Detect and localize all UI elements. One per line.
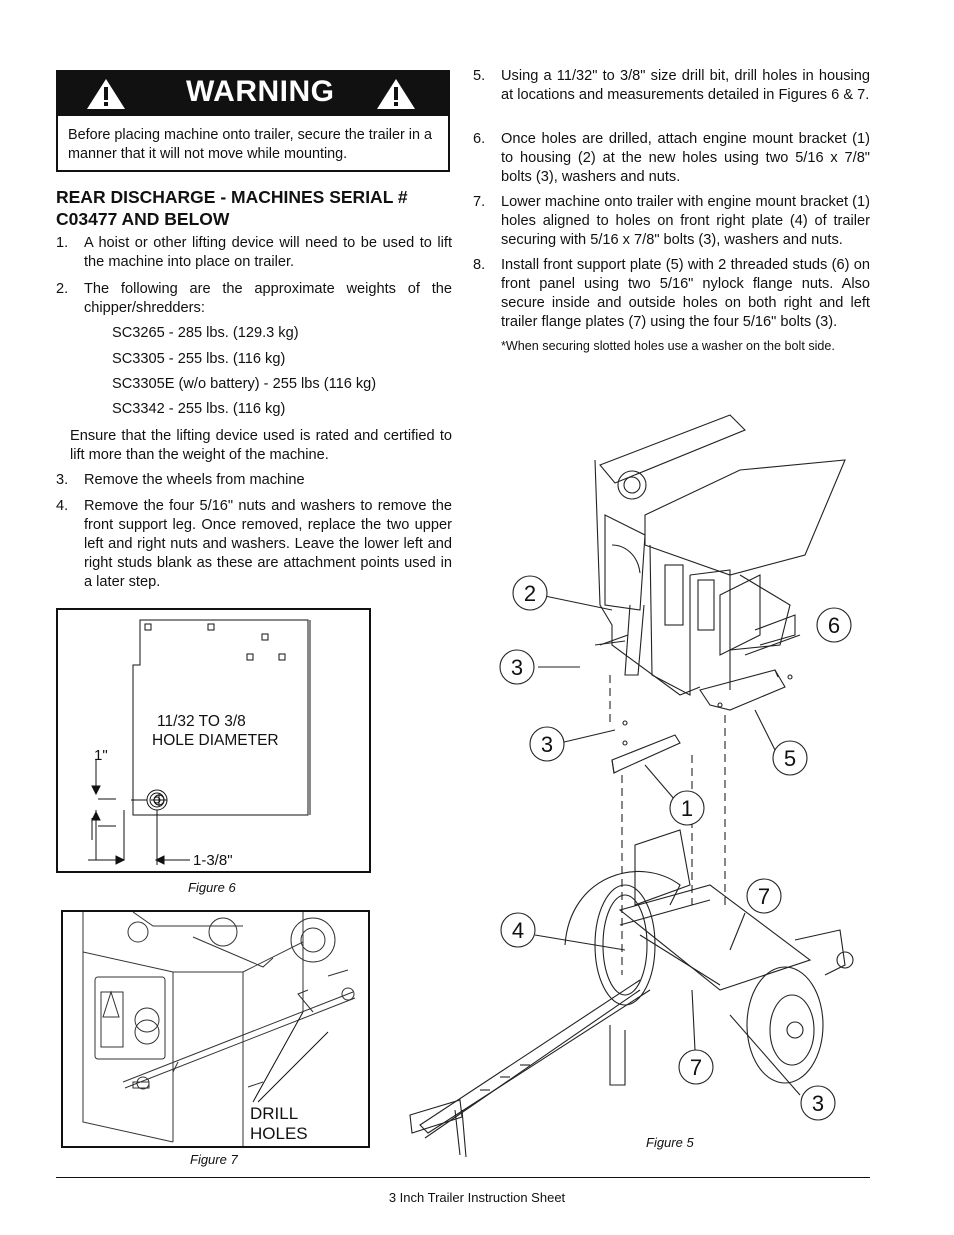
slotted-holes-note: *When securing slotted holes use a washe…: [501, 339, 835, 353]
callout-circle: [499, 649, 535, 685]
callout-circle: [678, 1049, 714, 1085]
callout-circle: [529, 726, 565, 762]
weight-line: SC3265 - 285 lbs. (129.3 kg): [112, 325, 299, 341]
callout-1: 1: [681, 796, 693, 821]
callout-7: 7: [758, 884, 770, 909]
figure-5-exploded-view: 2 3 6 3 5 1 7 4 7 3: [409, 414, 854, 1158]
hole-diameter-label-line2: HOLE DIAMETER: [152, 732, 279, 749]
page-footer: 3 Inch Trailer Instruction Sheet: [388, 1190, 566, 1205]
horizontal-dimension: 1-3/8": [193, 852, 233, 869]
callout-circle: [512, 575, 548, 611]
figure-6-drawing: [88, 619, 311, 865]
step-text: Install front support plate (5) with 2 t…: [501, 257, 870, 330]
callout-circle: [772, 740, 808, 776]
warning-triangle-icon: [377, 79, 415, 109]
hole-diameter-label-line1: 11/32 TO 3/8: [157, 713, 246, 730]
step-number: 8.: [473, 257, 486, 273]
step-number: 3.: [56, 472, 69, 488]
ensure-text: Ensure that the lifting device used is r…: [70, 428, 452, 463]
step-number: 6.: [473, 131, 486, 147]
figure-7: DRILL HOLES: [61, 910, 370, 1148]
step-number: 2.: [56, 281, 69, 297]
footer-rule: [56, 1177, 870, 1178]
step-number: 1.: [56, 235, 69, 251]
callout-3: 3: [511, 655, 523, 680]
drill-holes-label-line1: DRILL: [250, 1104, 299, 1123]
hole-diameter-label: 11/32 TO 3/8 HOLE DIAMETER: [152, 712, 279, 750]
step-text: Lower machine onto trailer with engine m…: [501, 194, 870, 248]
callout-circle: [800, 1085, 836, 1121]
figure-6-caption: Figure 6: [188, 880, 236, 895]
warning-text: Before placing machine onto trailer, sec…: [68, 127, 432, 162]
step-number: 7.: [473, 194, 486, 210]
callout-2: 2: [524, 581, 536, 606]
warning-box: WARNING Before placing machine onto trai…: [56, 70, 450, 172]
drill-holes-label-line2: HOLES: [250, 1124, 308, 1143]
figure-7-drawing: [82, 912, 356, 1146]
callout-circle: [746, 878, 782, 914]
step-text: Using a 11/32" to 3/8" size drill bit, d…: [501, 68, 870, 103]
step-text: Once holes are drilled, attach engine mo…: [501, 131, 870, 185]
figure-6: 11/32 TO 3/8 HOLE DIAMETER 1" 1-3/8": [56, 608, 371, 873]
weight-line: SC3305E (w/o battery) - 255 lbs (116 kg): [112, 376, 377, 392]
vertical-dimension: 1": [94, 747, 108, 764]
callout-7: 7: [690, 1055, 702, 1080]
step-text: Remove the wheels from machine: [84, 472, 305, 488]
step-number: 4.: [56, 498, 69, 514]
figure-5-caption: Figure 5: [646, 1135, 694, 1150]
section-heading-line2: C03477 AND BELOW: [56, 209, 230, 229]
warning-triangle-icon: [87, 79, 125, 109]
section-heading-line1: REAR DISCHARGE - MACHINES SERIAL #: [56, 187, 408, 207]
callout-4: 4: [512, 918, 524, 943]
figure-7-caption: Figure 7: [190, 1152, 238, 1167]
callout-6: 6: [828, 613, 840, 638]
callout-circle: [669, 790, 705, 826]
step-text: The following are the approximate weight…: [84, 281, 452, 316]
callout-3: 3: [812, 1091, 824, 1116]
drill-holes-label: DRILL HOLES: [250, 1104, 308, 1144]
weight-line: SC3305 - 255 lbs. (116 kg): [112, 351, 286, 367]
step-number: 5.: [473, 68, 486, 84]
callout-circle: [500, 912, 536, 948]
step-text: A hoist or other lifting device will nee…: [84, 235, 452, 270]
callout-circle: [816, 607, 852, 643]
callout-3: 3: [541, 732, 553, 757]
section-heading: REAR DISCHARGE - MACHINES SERIAL # C0347…: [56, 186, 456, 230]
step-text: Remove the four 5/16" nuts and washers t…: [84, 498, 452, 590]
warning-header: WARNING: [58, 72, 448, 116]
weight-line: SC3342 - 255 lbs. (116 kg): [112, 401, 286, 417]
warning-title: WARNING: [186, 75, 335, 108]
callout-5: 5: [784, 746, 796, 771]
